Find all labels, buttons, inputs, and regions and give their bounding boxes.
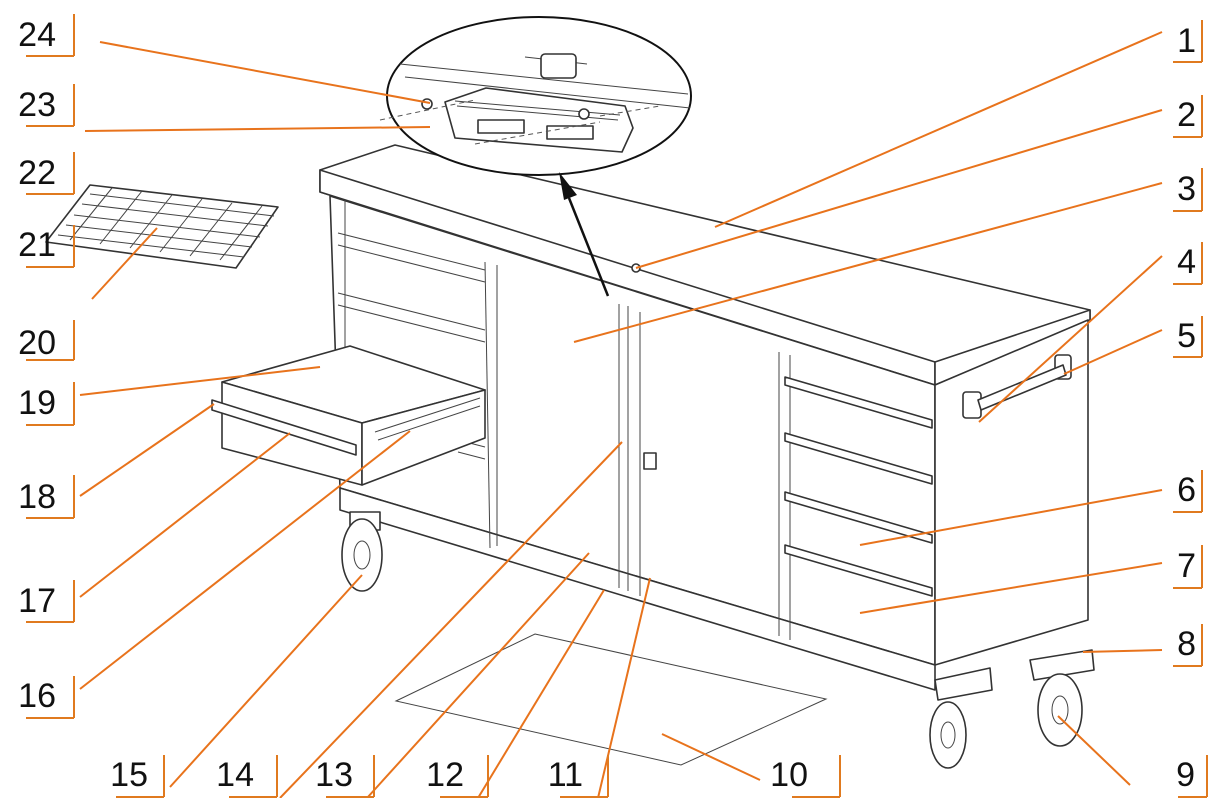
label-14-text: 14: [216, 756, 254, 794]
leader-8: [1082, 649, 1163, 653]
right-drawer-bank: [784, 355, 933, 640]
drawer-slide: [374, 397, 481, 441]
leader-1: [714, 31, 1163, 228]
label-10: 10: [770, 755, 841, 798]
leader-17: [79, 432, 291, 598]
drawer-side: [361, 389, 486, 486]
part-number-labels: 1 2 3 4 5 6 7 8 9 10 11 12 13 14 15 16 1…: [18, 14, 1208, 798]
floor-mat: [394, 633, 828, 766]
label-7: 7: [1173, 545, 1203, 589]
leader-24: [99, 41, 431, 104]
label-14: 14: [216, 755, 278, 798]
leader-14: [279, 441, 623, 798]
label-10-text: 10: [770, 756, 808, 794]
label-21-text: 21: [18, 226, 56, 264]
label-1-text: 1: [1177, 22, 1196, 60]
leader-22: [84, 126, 431, 132]
label-17: 17: [18, 580, 75, 623]
detail-callout: [379, 16, 692, 176]
label-17-text: 17: [18, 582, 56, 620]
label-9-text: 9: [1176, 756, 1195, 794]
label-12: 12: [426, 755, 489, 798]
tool-cabinet: [319, 144, 1091, 691]
caster-front-left: [341, 511, 383, 592]
label-8: 8: [1173, 624, 1203, 667]
leader-13: [366, 552, 590, 798]
side-handle: [962, 354, 1072, 419]
label-19: 19: [18, 382, 75, 426]
label-8-text: 8: [1177, 625, 1196, 663]
label-15-text: 15: [110, 756, 148, 794]
door-lock: [643, 452, 657, 470]
label-18-text: 18: [18, 478, 56, 516]
leader-3: [573, 182, 1163, 343]
label-5: 5: [1173, 316, 1203, 358]
label-2-text: 2: [1177, 96, 1196, 134]
label-21: 21: [18, 225, 75, 268]
label-4: 4: [1173, 242, 1203, 285]
label-11: 11: [548, 755, 609, 798]
label-3: 3: [1173, 168, 1203, 212]
caster-rear-right: [1029, 649, 1095, 747]
leader-5: [1063, 329, 1163, 375]
label-12-text: 12: [426, 756, 464, 794]
label-20-text: 20: [18, 324, 56, 362]
open-drawer: [211, 345, 486, 486]
label-4-text: 4: [1177, 243, 1196, 281]
caster-front-right: [929, 667, 993, 769]
label-18: 18: [18, 475, 75, 519]
label-3-text: 3: [1177, 170, 1196, 208]
label-16: 16: [18, 676, 75, 719]
leader-2: [635, 109, 1163, 269]
leader-12: [477, 589, 605, 798]
leader-4: [978, 255, 1163, 423]
leader-6: [859, 489, 1163, 546]
drawer-liner: [45, 184, 279, 269]
drawer-handle: [211, 399, 357, 456]
label-9: 9: [1176, 755, 1208, 798]
label-16-text: 16: [18, 677, 56, 715]
leader-9: [1057, 715, 1131, 786]
label-22-text: 22: [18, 154, 56, 192]
label-5-text: 5: [1177, 317, 1196, 355]
label-11-text: 11: [548, 756, 583, 794]
label-1: 1: [1173, 20, 1203, 63]
label-6: 6: [1173, 470, 1203, 513]
leader-7: [859, 562, 1163, 614]
leader-16: [79, 430, 411, 690]
label-24-text: 24: [18, 16, 56, 54]
leader-21: [91, 227, 158, 300]
label-2: 2: [1173, 95, 1203, 138]
label-15: 15: [110, 755, 165, 798]
leader-10: [661, 733, 761, 781]
label-23-text: 23: [18, 86, 56, 124]
label-19-text: 19: [18, 384, 56, 422]
label-6-text: 6: [1177, 471, 1196, 509]
label-13-text: 13: [315, 756, 353, 794]
cabinet-base: [339, 487, 936, 691]
label-13: 13: [315, 755, 375, 798]
leader-19: [79, 366, 321, 396]
label-22: 22: [18, 152, 75, 195]
leader-15: [169, 574, 363, 788]
label-24: 24: [18, 14, 75, 57]
leader-11: [597, 577, 651, 798]
casters: [341, 511, 1095, 769]
leader-lines: [79, 31, 1163, 798]
label-23: 23: [18, 84, 75, 127]
detail-arrow: [559, 172, 610, 297]
leader-18: [79, 403, 215, 497]
label-20: 20: [18, 320, 75, 362]
label-7-text: 7: [1177, 547, 1196, 585]
